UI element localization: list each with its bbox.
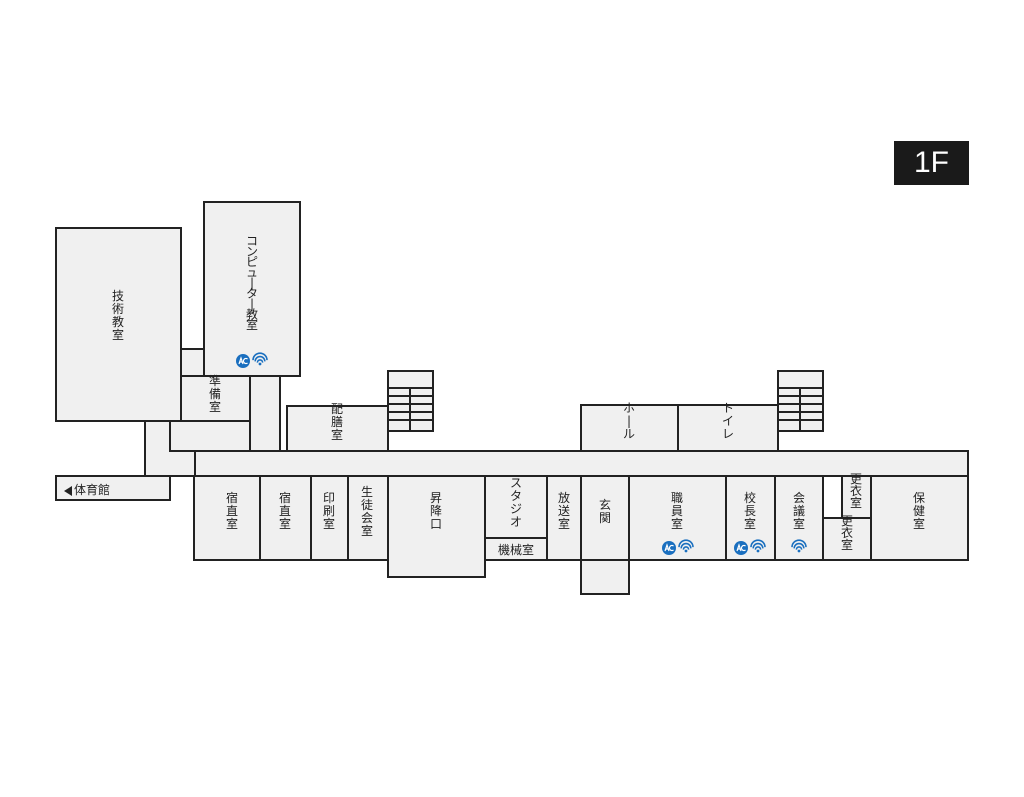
room-label-studio: スタジオ (510, 476, 522, 529)
room-label-kocho: 校長室 (744, 490, 756, 531)
ac-icon (734, 541, 748, 555)
stairs-west (387, 370, 434, 432)
room-label-gijutsu: 技術教室 (112, 289, 124, 342)
ac-icon (662, 541, 676, 555)
room-haizen (286, 405, 389, 452)
room-label-koi1: 更衣室 (850, 472, 862, 510)
wifi-icon (252, 352, 268, 366)
room-hall (580, 404, 679, 452)
room-toilet (677, 404, 779, 452)
room-koi-2 (822, 517, 872, 561)
room-hoso (546, 475, 582, 561)
room-label-haizen: 配膳室 (331, 402, 343, 442)
room-studio (484, 475, 548, 539)
stairs-east (777, 370, 824, 432)
room-label-seito: 生徒会室 (361, 485, 373, 538)
gym-label: 体育館 (74, 483, 111, 497)
room-hoken (870, 475, 969, 561)
room-junbi (180, 375, 251, 422)
room-label-koi2: 更衣室 (841, 514, 853, 552)
room-kaigi (774, 475, 824, 561)
room-label-shoko: 昇降口 (430, 491, 442, 531)
room-label-hall: ホ|ル (623, 401, 635, 441)
junbi-connector (180, 348, 205, 377)
gym-corridor (55, 475, 171, 501)
left-arrow-icon (64, 485, 72, 496)
room-shokuin (628, 475, 727, 561)
room-seito (347, 475, 389, 561)
side-space (169, 420, 251, 452)
floor-badge: 1F (894, 141, 969, 185)
room-label-junbi: 準備室 (209, 373, 221, 414)
room-label-shukuchoku1: 宿直室 (226, 490, 238, 531)
room-koi-1 (841, 475, 872, 519)
room-label-kikai: 機械室 (498, 542, 534, 557)
room-insatsu (310, 475, 349, 561)
room-gijutsu (55, 227, 182, 422)
room-label-genkan: 玄関 (599, 497, 611, 525)
room-label-computer: コンピュ|タ|教室 (246, 234, 258, 332)
room-label-shukuchoku2: 宿直室 (279, 490, 291, 531)
wifi-icon (750, 539, 766, 553)
gym-direction[interactable]: 体育館 (64, 481, 110, 498)
room-label-hoken: 保健室 (913, 491, 925, 531)
computer-corridor (249, 375, 281, 452)
room-label-kaigi: 会議室 (793, 491, 805, 531)
room-genkan (580, 475, 630, 595)
room-label-insatsu: 印刷室 (323, 491, 335, 531)
room-label-hoso: 放送室 (558, 490, 570, 531)
room-shukuchoku-2 (259, 475, 312, 561)
wifi-icon (791, 539, 807, 553)
room-label-shokuin: 職員室 (671, 491, 683, 531)
room-label-toilet: トイレ (722, 401, 734, 441)
room-shoko (387, 475, 486, 578)
room-computer (203, 201, 301, 377)
ac-icon (236, 354, 250, 368)
wifi-icon (678, 539, 694, 553)
